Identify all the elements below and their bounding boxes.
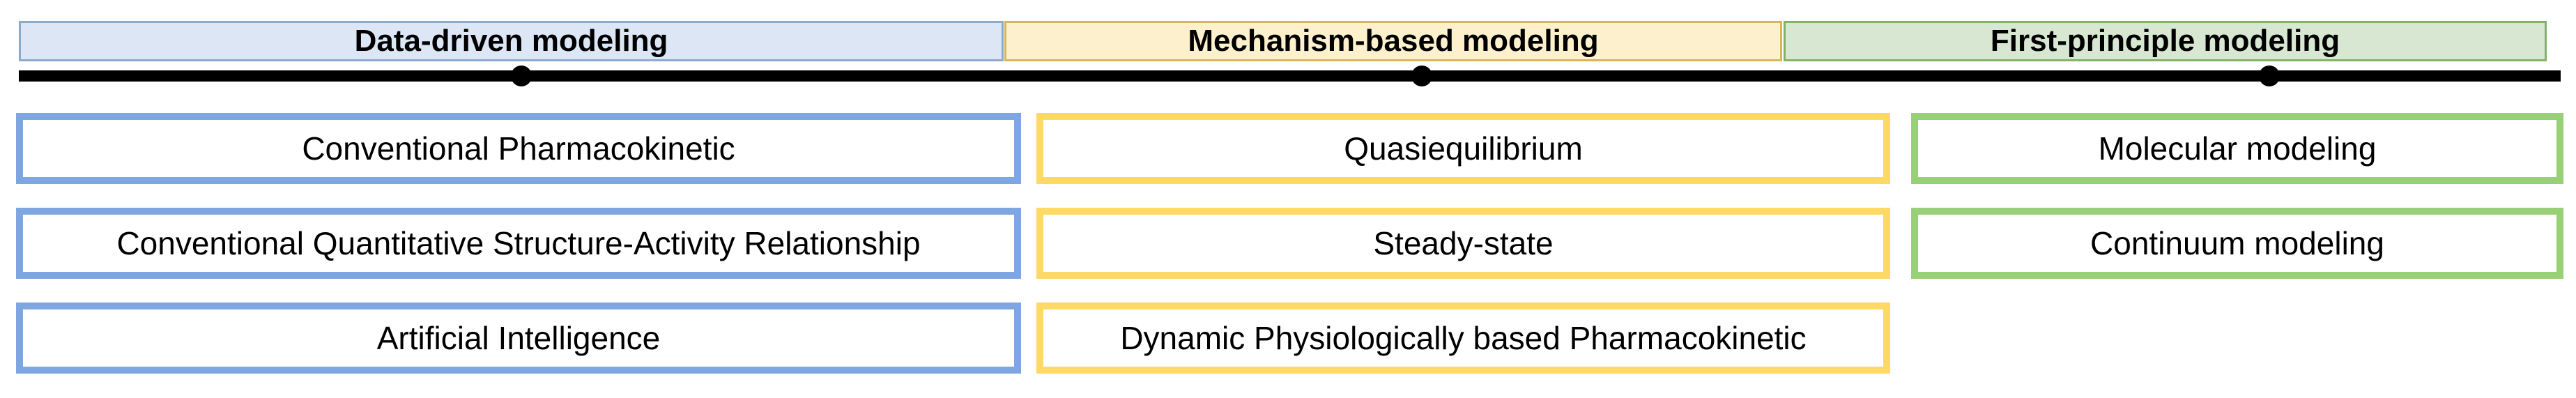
header-data-driven-modeling: Data-driven modeling [19,21,1004,61]
box-steady-state: Steady-state [1036,208,1890,279]
box-molecular-modeling-label: Molecular modeling [2098,130,2377,167]
box-steady-state-label: Steady-state [1373,225,1554,261]
header-first-principle-modeling-label: First-principle modeling [1990,24,2340,58]
box-dynamic-pbpk-label: Dynamic Physiologically based Pharmacoki… [1120,320,1807,356]
header-mechanism-based-modeling-label: Mechanism-based modeling [1188,24,1599,58]
timeline-dot-data-driven [511,66,532,86]
header-first-principle-modeling: First-principle modeling [1784,21,2547,61]
timeline-dot-mechanism-based [1411,66,1432,86]
timeline-dot-first-principle [2259,66,2280,86]
box-dynamic-pbpk: Dynamic Physiologically based Pharmacoki… [1036,303,1890,374]
box-conventional-pharmacokinetic-label: Conventional Pharmacokinetic [302,130,735,167]
box-continuum-modeling-label: Continuum modeling [2090,225,2384,261]
timeline-line [19,70,2561,82]
box-conventional-pharmacokinetic: Conventional Pharmacokinetic [16,113,1021,184]
box-continuum-modeling: Continuum modeling [1911,208,2563,279]
box-conventional-qsar-label: Conventional Quantitative Structure-Acti… [116,225,921,261]
header-data-driven-modeling-label: Data-driven modeling [354,24,668,58]
box-quasiequilibrium: Quasiequilibrium [1036,113,1890,184]
box-artificial-intelligence-label: Artificial Intelligence [376,320,661,356]
box-conventional-qsar: Conventional Quantitative Structure-Acti… [16,208,1021,279]
box-artificial-intelligence: Artificial Intelligence [16,303,1021,374]
header-mechanism-based-modeling: Mechanism-based modeling [1004,21,1782,61]
box-quasiequilibrium-label: Quasiequilibrium [1344,130,1583,167]
box-molecular-modeling: Molecular modeling [1911,113,2563,184]
